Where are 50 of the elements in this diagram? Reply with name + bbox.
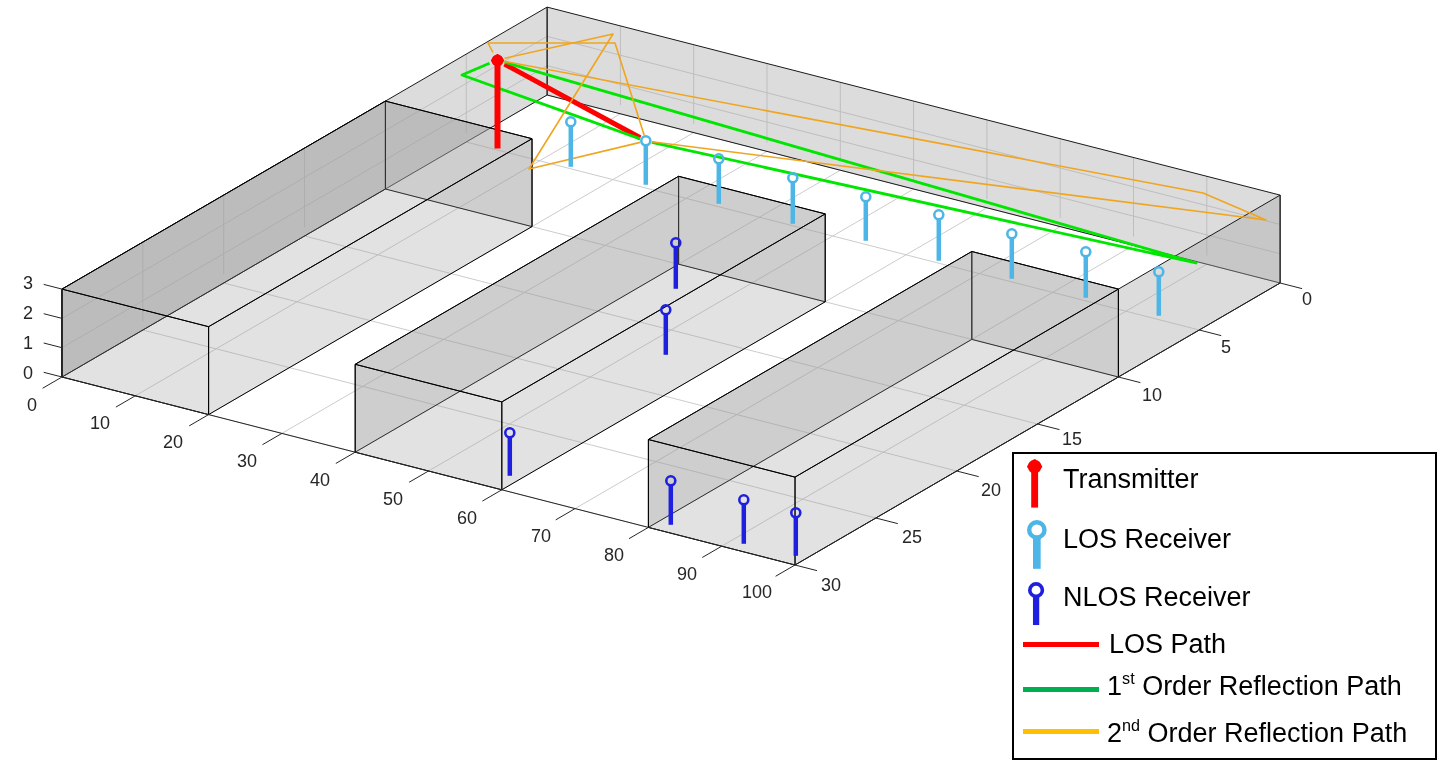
axis-tick-label: 90 [677, 565, 697, 583]
receiver-marker [860, 191, 872, 241]
axis-tick-label: 3 [23, 274, 33, 292]
axis-tick-label: 20 [163, 433, 183, 451]
ray-path [503, 60, 1267, 221]
receiver-marker [1080, 246, 1092, 298]
receiver-marker [933, 209, 945, 261]
transmitter-marker [489, 52, 505, 148]
receiver-marker [670, 237, 682, 289]
ray-path [503, 61, 642, 140]
receiver-marker [665, 475, 677, 525]
axis-tick-label: 30 [237, 452, 257, 470]
receiver-marker [790, 507, 802, 556]
legend-label: LOS Receiver [1063, 525, 1232, 555]
legend-label: 2$^{nd}$ Order Reflection Path [1107, 719, 1408, 749]
axis-tick-label: 2 [23, 304, 33, 322]
axis-tick-label: 25 [902, 528, 922, 546]
axis-tick-label: 30 [821, 576, 841, 594]
axis-tick-label: 50 [383, 490, 403, 508]
axis-tick-label: 0 [23, 364, 33, 382]
axis-tick-label: 10 [90, 414, 110, 432]
receiver-marker [1006, 228, 1018, 279]
axis-tick-label: 80 [604, 546, 624, 564]
axis-tick-label: 100 [742, 583, 772, 601]
receiver-marker [660, 304, 672, 355]
legend-label: Transmitter [1063, 465, 1199, 495]
axis-tick-label: 1 [23, 334, 33, 352]
axis-tick-label: 60 [457, 509, 477, 527]
axis-tick-label: 20 [981, 481, 1001, 499]
legend-label: NLOS Receiver [1063, 583, 1251, 613]
receiver-marker [787, 172, 799, 224]
ray-path [503, 33, 641, 170]
receiver-marker [1153, 266, 1165, 316]
receiver-marker [713, 153, 725, 204]
axis-tick-label: 5 [1221, 338, 1231, 356]
ray-path [460, 61, 641, 141]
ray-path [487, 42, 645, 136]
receiver-marker [504, 427, 516, 476]
legend-label: 1$^{st}$ Order Reflection Path [1107, 672, 1402, 702]
axis-tick-label: 10 [1142, 386, 1162, 404]
receiver-marker [640, 135, 652, 185]
axis-tick-label: 15 [1062, 430, 1082, 448]
axis-tick-label: 0 [27, 396, 37, 414]
receiver-marker [738, 494, 750, 544]
legend-label: LOS Path [1109, 630, 1227, 660]
receiver-marker [565, 116, 577, 167]
axis-tick-label: 70 [531, 527, 551, 545]
ray-path [504, 60, 1198, 265]
axis-tick-label: 40 [310, 471, 330, 489]
axis-tick-label: 0 [1302, 290, 1312, 308]
